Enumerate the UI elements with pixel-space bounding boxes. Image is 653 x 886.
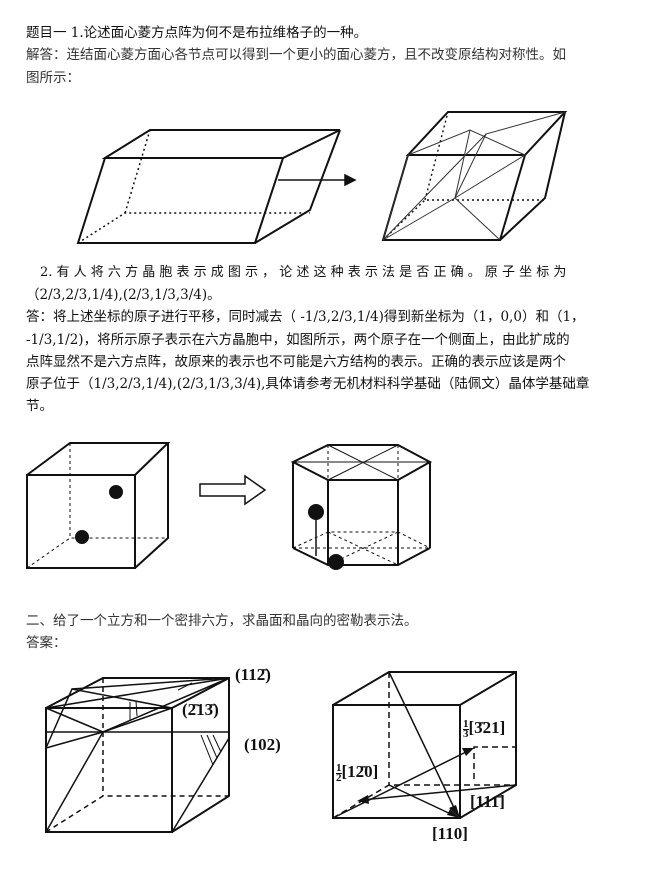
q2-question-line: 2. 有 人 将 六 方 晶 胞 表 示 成 图 示 ， 论 述 这 种 表 示…	[40, 265, 567, 280]
right-arrow-icon	[278, 173, 357, 187]
plane-label: (112̄)	[235, 665, 271, 684]
hexagonal-prism-diagram	[290, 444, 433, 570]
q1-answer-line: 图所示：	[26, 70, 80, 86]
q3-answer-label: 答案：	[26, 635, 67, 651]
direction-text: [12̄0]	[341, 762, 379, 781]
q2-question-line: （2/3,2/3,1/4),(2/3,1/3,3/4)。	[26, 287, 221, 303]
denominator: 2	[336, 771, 342, 784]
q2-answer-line: -1/3,1/2)，将所示原子表示在六方晶胞中，如图所示，两个原子在一个侧面上，…	[26, 332, 570, 348]
q2-answer-line: 点阵显然不是六方点阵，故原来的表示也不可能是六方结构的表示。正确的表示应该是两个	[26, 354, 566, 370]
cube-directions-diagram	[332, 671, 517, 819]
direction-label: [111̄]	[470, 792, 505, 811]
q2-answer-line: 答：将上述坐标的原子进行平移，同时减去（ -1/3,2/3,1/4)得到新坐标为…	[26, 309, 585, 325]
direction-label: [110]	[432, 824, 468, 843]
atom	[308, 504, 324, 520]
atom	[75, 530, 89, 544]
hollow-arrow-icon	[199, 474, 267, 506]
q1-title: 题目一 1.论述面心菱方点阵为何不是布拉维格子的一种。	[26, 25, 368, 41]
denominator: 3	[463, 727, 469, 740]
numerator: 1	[336, 761, 342, 774]
plane-label: (2̄13̄)	[182, 700, 219, 719]
atom	[328, 554, 344, 570]
q2-answer-line: 节。	[26, 398, 53, 414]
q3-question: 二、给了一个立方和一个密排六方，求晶面和晶向的密勒表示法。	[26, 613, 418, 629]
cube-with-atoms-diagram	[26, 442, 171, 569]
cube-planes-diagram	[45, 677, 230, 833]
numerator: 1	[463, 717, 469, 730]
plane-label: (102)	[244, 735, 281, 754]
direction-text: [3̄21]	[468, 718, 506, 737]
q1-answer-line: 解答：连结面心菱方面心各节点可以得到一个更小的面心菱方，且不改变原结构对称性。如	[26, 47, 566, 63]
q2-answer-line: 原子位于（1/3,2/3,1/4),(2/3,1/3,3/4),具体请参考无机材…	[26, 376, 590, 392]
rhombohedron-diagram	[76, 129, 341, 244]
atom	[109, 485, 123, 499]
face-centered-rhombohedron-diagram	[381, 111, 568, 241]
